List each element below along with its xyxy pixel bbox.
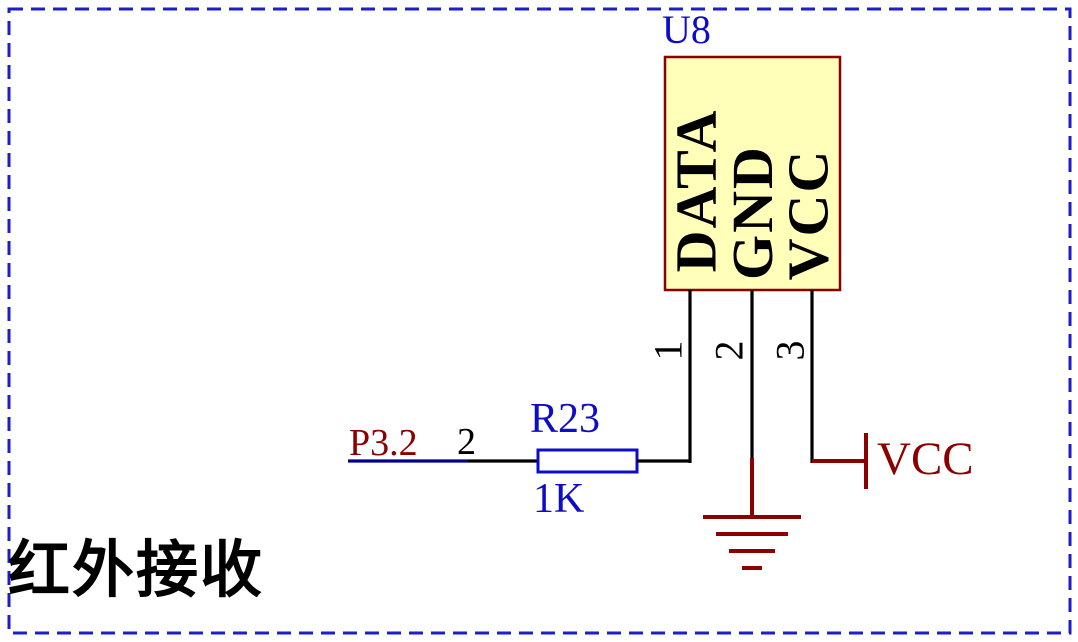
component-body-u8: [663, 55, 842, 292]
sheet-border: [7, 7, 1072, 635]
wire-number: 2: [457, 421, 476, 463]
component-designator-u8: U8: [662, 7, 711, 52]
sheet-caption: 红外接收: [8, 536, 265, 605]
resistor-designator-r23: R23: [530, 396, 601, 442]
net-label-p32: P3.2: [349, 422, 418, 464]
pin-number-3: 3: [760, 320, 820, 380]
pin-number-2-text: 2: [706, 340, 752, 360]
resistor-value-1k: 1K: [533, 476, 585, 522]
vcc-power-symbol: [812, 433, 868, 489]
vcc-power-label: VCC: [877, 433, 974, 485]
ground-symbol: [703, 458, 801, 570]
pin-number-2: 2: [699, 320, 759, 380]
resistor-body-r23: [536, 448, 639, 474]
pin-number-1-text: 1: [645, 340, 691, 360]
pin-number-3-text: 3: [767, 340, 813, 360]
pin-number-1: 1: [638, 320, 698, 380]
